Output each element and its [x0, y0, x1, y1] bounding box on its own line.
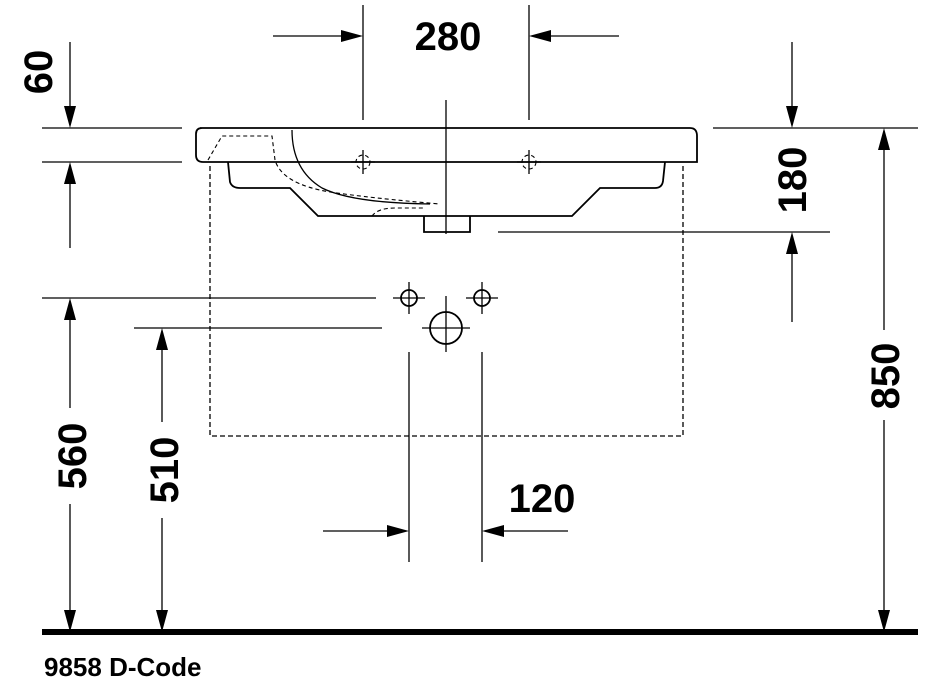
dimension-850-label-gap	[862, 330, 906, 420]
dimension-label-850: 850	[864, 343, 908, 410]
vanity-unit-dashed-outline	[209, 166, 684, 437]
dimension-label-120: 120	[509, 477, 576, 521]
dimension-label-60: 60	[17, 50, 61, 95]
dimension-60	[42, 42, 182, 248]
tap-hole-left	[351, 150, 375, 174]
dimension-510-label-gap	[140, 422, 184, 518]
dimension-560-label-gap	[48, 408, 92, 504]
dimension-120	[323, 352, 568, 562]
drain-connection	[422, 311, 470, 345]
washbasin-outline	[195, 127, 698, 233]
dimension-280	[273, 5, 619, 120]
tap-hole-right	[517, 150, 541, 174]
dimension-label-560: 560	[51, 423, 95, 490]
supply-connection-left	[393, 282, 425, 314]
dimension-label-280: 280	[415, 15, 482, 59]
dimension-label-180: 180	[771, 147, 815, 214]
product-code: 9858 D-Code	[44, 652, 202, 682]
supply-connection-right	[466, 282, 498, 314]
dimension-label-510: 510	[143, 437, 187, 504]
dimension-180	[498, 42, 918, 322]
